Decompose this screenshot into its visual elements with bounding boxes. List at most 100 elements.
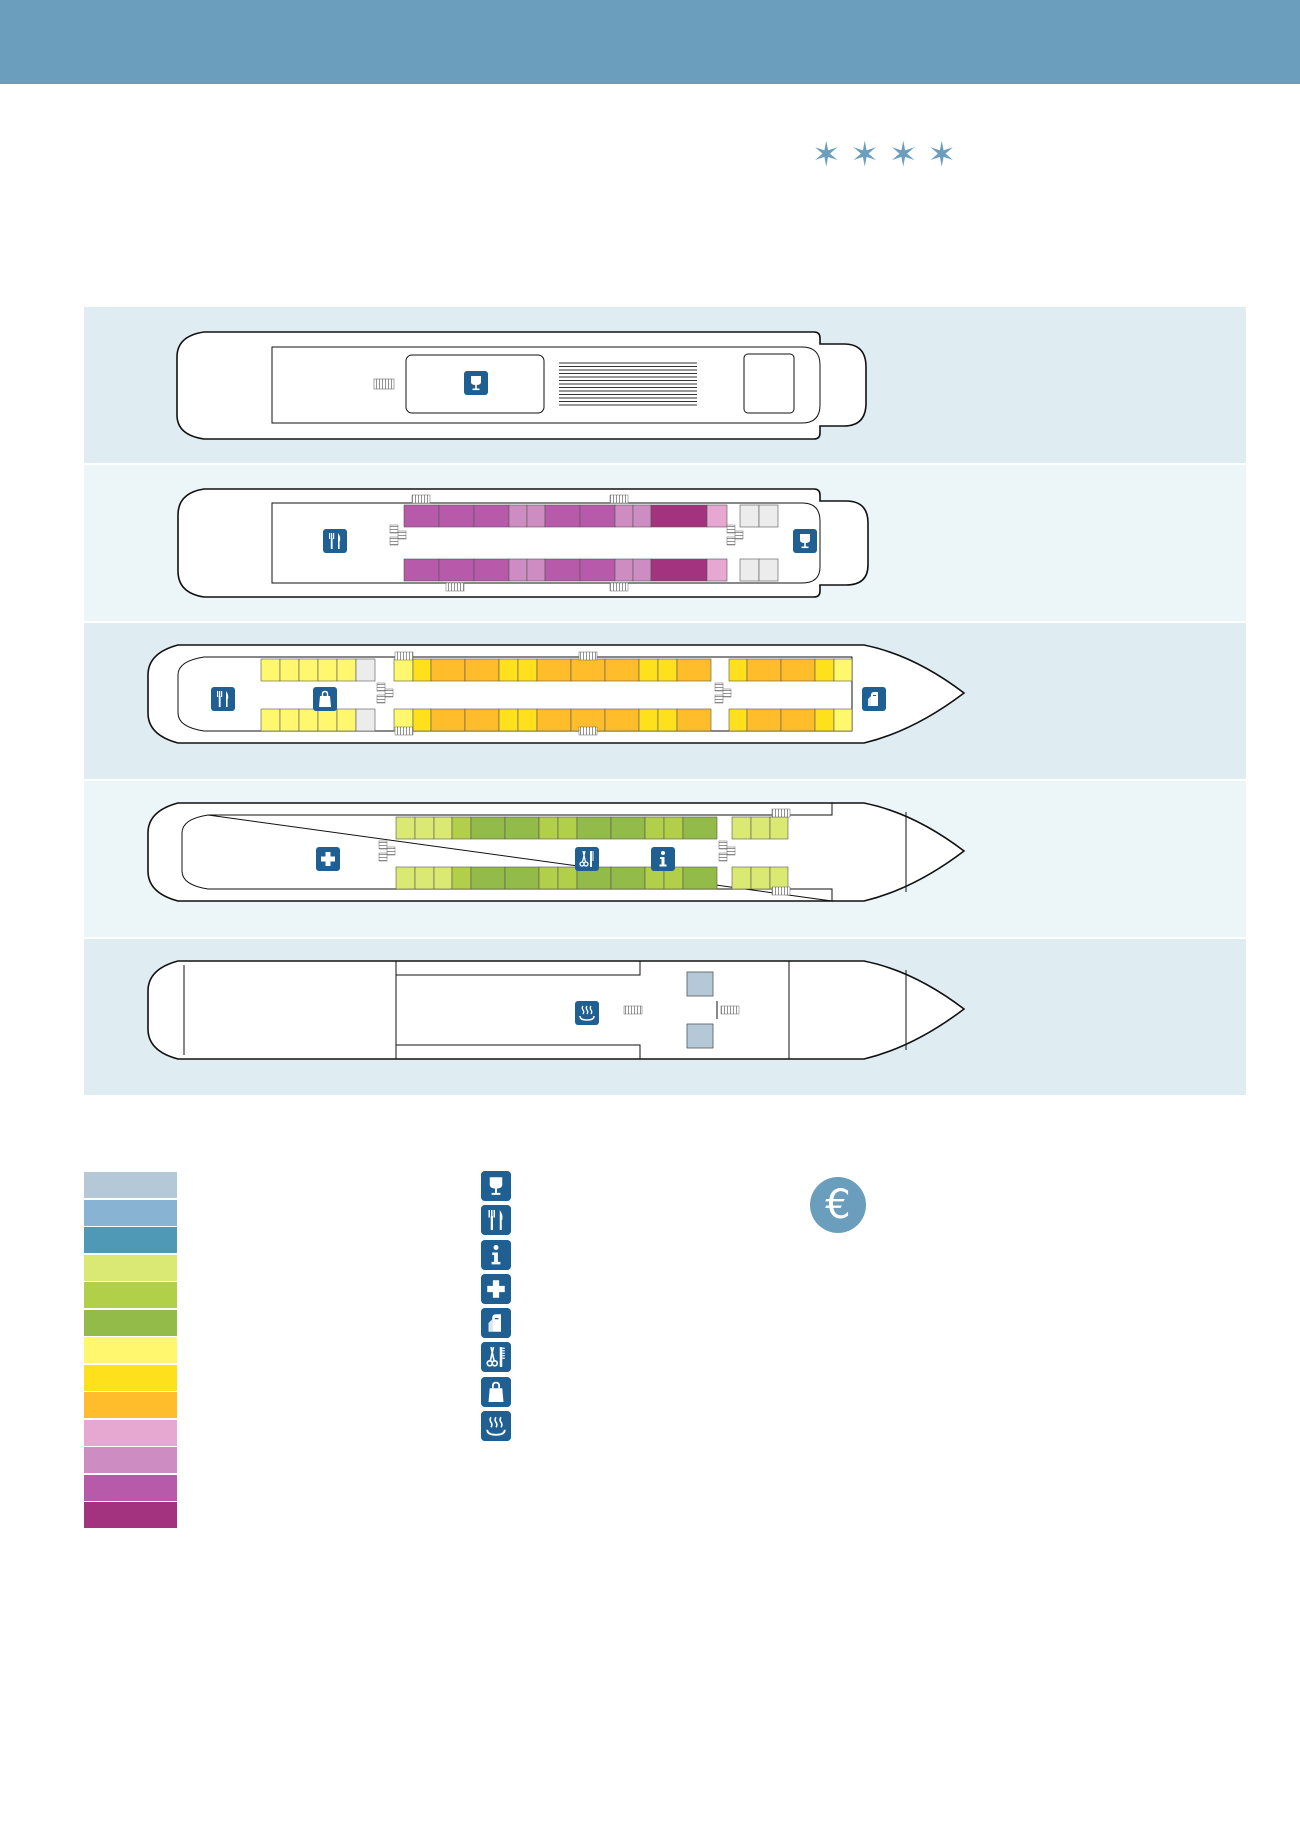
cabin <box>650 504 708 528</box>
cabin <box>682 866 718 890</box>
deck-inner-outline <box>181 803 833 902</box>
medical-icon <box>316 847 340 871</box>
shop-icon <box>313 687 337 711</box>
cabin <box>395 816 416 840</box>
cabin <box>706 558 728 582</box>
stairs <box>389 524 744 546</box>
category-swatch <box>84 1474 177 1501</box>
cabin <box>317 658 338 682</box>
lower-deck <box>147 960 966 1060</box>
category-swatch <box>84 1392 177 1418</box>
deck-plan <box>84 307 1246 1095</box>
cabin <box>470 816 506 840</box>
restaurant-icon <box>323 529 347 553</box>
cabin <box>614 558 634 582</box>
cabin <box>403 558 440 582</box>
category-swatch <box>84 1172 177 1198</box>
cabin <box>403 504 440 528</box>
hull-outline <box>176 331 867 440</box>
cabin <box>638 658 659 682</box>
cabin <box>644 816 665 840</box>
cabin <box>750 866 771 890</box>
cabin <box>498 658 519 682</box>
cabin <box>758 504 779 528</box>
cabin <box>739 558 760 582</box>
category-swatch <box>84 1419 177 1446</box>
cabin <box>438 504 475 528</box>
cabin <box>430 708 466 732</box>
cabin <box>393 658 414 682</box>
cabin <box>657 658 678 682</box>
cabin <box>833 708 853 732</box>
deck-inner-outline <box>271 502 821 584</box>
cabin <box>632 558 652 582</box>
cabin <box>780 708 816 732</box>
cabin <box>414 866 435 890</box>
stairs <box>609 582 629 592</box>
cabin <box>746 658 782 682</box>
category-swatch <box>84 1254 177 1281</box>
cabin <box>498 708 519 732</box>
cabin <box>412 708 432 732</box>
cabin <box>260 708 281 732</box>
cabin <box>473 504 510 528</box>
technical-room <box>686 1023 714 1049</box>
cabin <box>279 658 300 682</box>
cabin <box>336 708 357 732</box>
cabin <box>769 816 789 840</box>
cabin <box>433 866 453 890</box>
cabin <box>728 658 748 682</box>
cabin <box>610 816 646 840</box>
deck-3 <box>177 488 869 598</box>
cabin <box>508 558 528 582</box>
stairs <box>771 808 791 818</box>
cabin <box>355 658 376 682</box>
cabin <box>279 708 300 732</box>
sun-deck <box>176 331 867 440</box>
stairs <box>411 494 431 504</box>
star-icon: ✶ <box>850 135 880 175</box>
cabin <box>769 866 789 890</box>
cabin <box>395 866 416 890</box>
euro-icon: € <box>810 1177 866 1233</box>
cabin <box>517 708 538 732</box>
cabin <box>433 816 453 840</box>
stairs <box>445 582 465 592</box>
lounge-area <box>405 354 545 414</box>
category-swatch <box>84 1199 177 1226</box>
laundry-icon <box>862 687 886 711</box>
cabin <box>731 816 752 840</box>
cabin <box>538 816 559 840</box>
cabin <box>676 658 712 682</box>
cabin <box>414 816 435 840</box>
cabin <box>780 658 816 682</box>
cabin <box>536 708 572 732</box>
wheelhouse <box>743 353 795 414</box>
cabin <box>758 558 779 582</box>
facility-icon-legend <box>481 1171 511 1445</box>
star-icon: ✶ <box>812 135 841 175</box>
information-icon <box>651 847 675 871</box>
cabin <box>473 558 510 582</box>
bar-icon <box>464 371 488 395</box>
laundry-icon <box>481 1308 511 1339</box>
information-icon <box>481 1239 511 1270</box>
cabin <box>814 708 835 732</box>
deck-2 <box>147 644 966 744</box>
hull-outline <box>147 960 966 1060</box>
category-swatch <box>84 1227 177 1253</box>
hairdresser-icon <box>575 847 599 871</box>
deck-grating-lines <box>559 362 697 406</box>
bar-icon <box>481 1171 511 1201</box>
cabin <box>355 708 376 732</box>
stairs <box>578 651 598 661</box>
stairs <box>771 886 791 896</box>
hairdresser-icon <box>481 1342 511 1373</box>
cabin <box>814 658 835 682</box>
cabin <box>579 558 616 582</box>
cabin <box>336 658 357 682</box>
category-swatch <box>84 1447 177 1473</box>
cabin <box>610 866 646 890</box>
cabin <box>464 658 500 682</box>
cabin <box>544 558 581 582</box>
